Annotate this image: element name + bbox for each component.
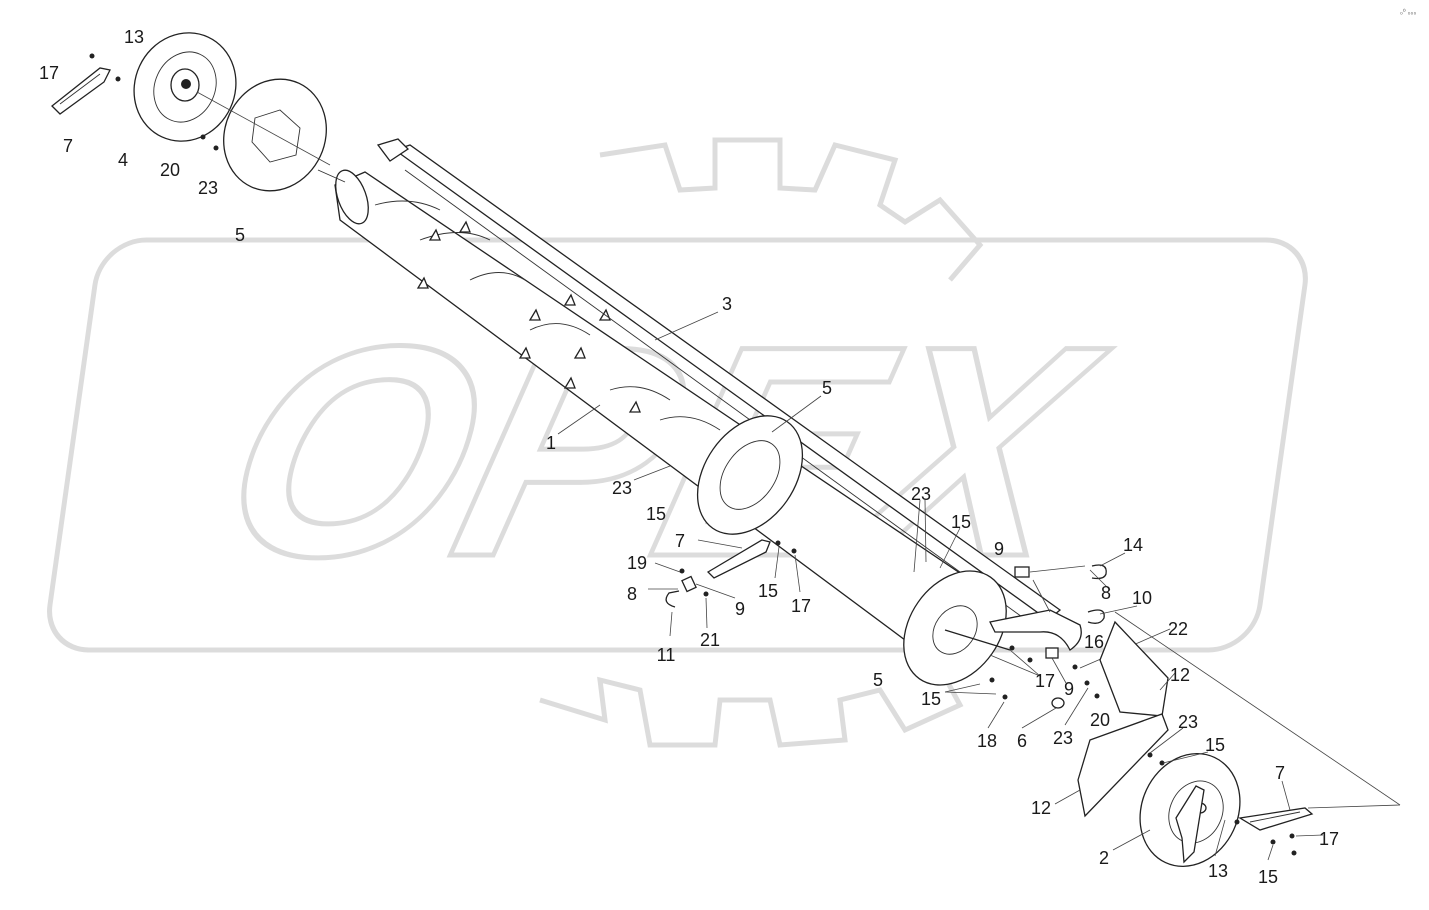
callout-label: 15	[758, 581, 778, 601]
callout-label: 13	[124, 27, 144, 47]
bracket-part-7-right	[1238, 807, 1314, 831]
bracket-part-7-middle	[706, 539, 771, 579]
callout-label: 15	[951, 512, 971, 532]
bottom-right-end-assembly	[1112, 611, 1401, 867]
callout-label: 19	[627, 553, 647, 573]
callout-label: 1	[546, 433, 556, 453]
callout-label: 15	[1205, 735, 1225, 755]
callout-label: 17	[791, 596, 811, 616]
callout-label: 15	[921, 689, 941, 709]
callout-label: 4	[118, 150, 128, 170]
callout-label: 11	[657, 645, 676, 665]
plate-part-12-upper	[1099, 620, 1169, 717]
clip-part-10	[1087, 609, 1105, 624]
callout-label: 22	[1168, 619, 1188, 639]
drum-paddles	[416, 220, 641, 413]
callout-label: 23	[1053, 728, 1073, 748]
callout-label: 10	[1132, 588, 1152, 608]
block-part-9-upper	[1014, 566, 1030, 578]
block-part-9-lower	[1045, 647, 1059, 659]
callout-label: 23	[198, 178, 218, 198]
callout-label: 15	[1258, 867, 1278, 887]
callout-label: 9	[1064, 679, 1074, 699]
flange-part-5-middle	[696, 415, 804, 535]
bushing-part-6	[1051, 697, 1065, 709]
plate-part-12-lower	[1077, 713, 1169, 818]
lever-part-13	[1175, 785, 1205, 864]
callout-label: 14	[1123, 535, 1143, 555]
callout-label: 5	[822, 378, 832, 398]
clip-part-11	[665, 590, 680, 608]
callout-label: 8	[1101, 583, 1111, 603]
callout-label: 13	[1208, 861, 1228, 881]
corner-mark: ₀⁰ ₀₀₀	[1400, 8, 1416, 16]
callout-label: 20	[160, 160, 180, 180]
scraper-part-16	[989, 609, 1082, 651]
drum-bands	[374, 200, 721, 431]
callout-label: 8	[627, 584, 637, 604]
right-end-hardware	[944, 552, 1176, 818]
watermark-plate	[47, 237, 1308, 653]
callout-label: 3	[722, 294, 732, 314]
callout-label: 17	[1319, 829, 1339, 849]
left-end-assembly	[51, 32, 331, 192]
callout-label: 21	[700, 630, 720, 650]
middle-small-parts	[648, 539, 801, 637]
main-drum-assembly	[317, 138, 1062, 686]
callout-label: 9	[994, 539, 1004, 559]
callout-label: 17	[39, 63, 59, 83]
callout-label: 7	[675, 531, 685, 551]
callout-label: 9	[735, 599, 745, 619]
callout-label: 23	[911, 484, 931, 504]
block-part-9-middle	[681, 575, 697, 593]
callout-label: 15	[646, 504, 666, 524]
callout-label: 5	[873, 670, 883, 690]
clip-part-14	[1091, 564, 1107, 580]
flange-part-5-right	[903, 570, 1007, 686]
callout-label: 20	[1090, 710, 1110, 730]
callout-label: 2	[1099, 848, 1109, 868]
watermark-gear	[539, 137, 984, 748]
callout-label: 18	[977, 731, 997, 751]
callout-label: 7	[1275, 763, 1285, 783]
callout-label: 12	[1170, 665, 1190, 685]
callout-label: 7	[63, 136, 73, 156]
callout-label: 12	[1031, 798, 1051, 818]
bracket-part-7-left	[51, 67, 111, 115]
callout-label: 17	[1035, 671, 1055, 691]
callout-label: 23	[612, 478, 632, 498]
callout-label: 16	[1084, 632, 1104, 652]
callout-label: 6	[1017, 731, 1027, 751]
callout-label: 23	[1178, 712, 1198, 732]
callout-label: 5	[235, 225, 245, 245]
